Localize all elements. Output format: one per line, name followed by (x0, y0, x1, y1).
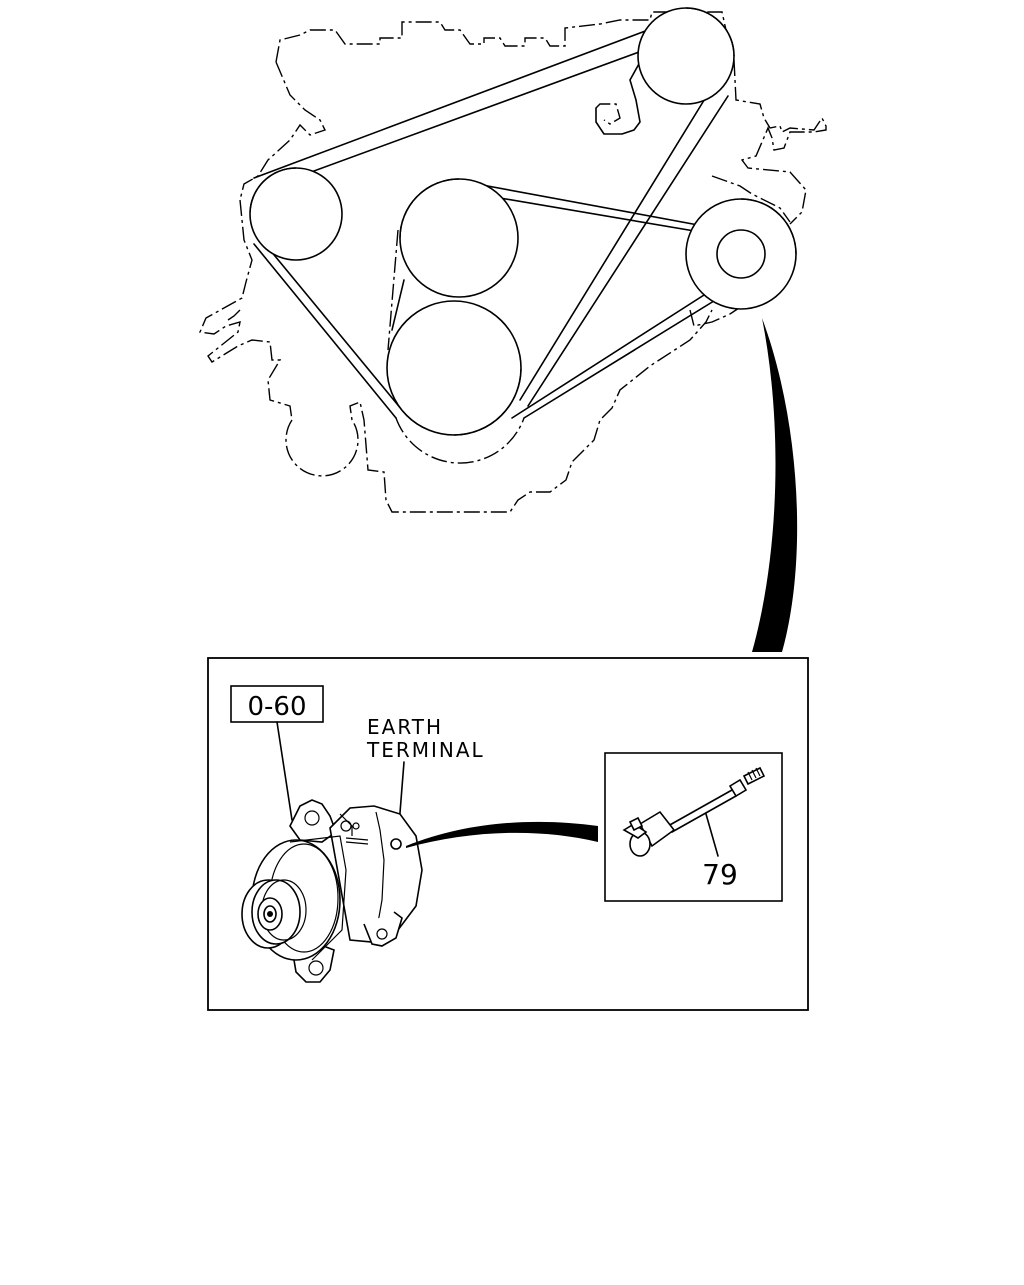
crank-pulley (386, 300, 522, 436)
earth-terminal-label-line2: TERMINAL (366, 738, 485, 762)
ref-box-label: 0-60 (247, 692, 306, 722)
alternator-pulley (716, 229, 766, 279)
detail-frame (207, 657, 809, 1011)
part-number-label: 79 (702, 858, 738, 891)
alternator-assembly (241, 799, 423, 983)
water-pump-pulley (399, 178, 519, 298)
part-inset-frame (604, 752, 783, 902)
pulleys (249, 7, 797, 436)
engine-front-outline (198, 11, 827, 513)
earth-terminal-label-line1: EARTH (367, 715, 443, 739)
callout-arrow-small (406, 821, 598, 848)
earth-wire-part (622, 766, 766, 857)
part-leader-line (705, 813, 719, 857)
ref-leader-line (276, 721, 293, 821)
drive-belts (253, 29, 749, 464)
callout-arrow-large (752, 318, 798, 652)
